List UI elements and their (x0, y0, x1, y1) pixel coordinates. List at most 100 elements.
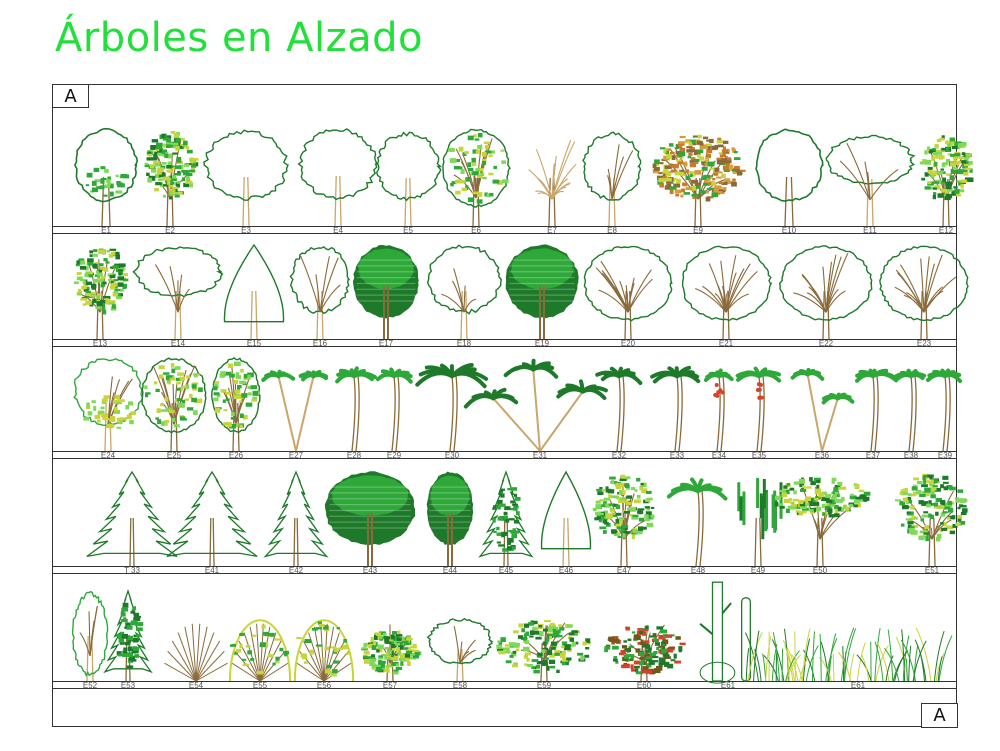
tree-label: E5 (403, 225, 413, 235)
tree-symbol-oval-branches (211, 355, 261, 452)
tree-symbol-conifer-outline (263, 470, 329, 567)
tree-label: E45 (498, 565, 514, 575)
tree-symbol-broad-branches (582, 243, 674, 340)
tree-symbol-twin-palm (261, 355, 331, 452)
tree-label: E22 (818, 338, 834, 348)
tree-label: E25 (166, 450, 182, 460)
tree-label: E46 (558, 565, 574, 575)
tree-symbol-dense-mixed (591, 470, 657, 567)
tree-label: E61 (850, 680, 866, 690)
tree-label: E7 (547, 225, 557, 235)
tree-label: E52 (82, 680, 98, 690)
tree-label: E15 (246, 338, 262, 348)
tree-label: E26 (228, 450, 244, 460)
tree-label: E13 (92, 338, 108, 348)
tree-label: E41 (204, 565, 220, 575)
tree-symbol-conifer-outline (85, 470, 179, 567)
tree-label: E23 (916, 338, 932, 348)
tree-label: E8 (607, 225, 617, 235)
tree-symbol-fan-palm (595, 355, 643, 452)
tree-symbol-palm (375, 355, 413, 452)
tree-symbol-broad-outline (297, 126, 379, 227)
tree-symbol-conifer-outline (165, 470, 259, 567)
ground-line (52, 339, 957, 347)
tree-symbol-fan-palm (649, 355, 705, 452)
ground-line (52, 451, 957, 459)
tree-label: E2 (165, 225, 175, 235)
tree-symbol-sparse-outline (289, 243, 351, 340)
tree-symbol-palm-red (735, 355, 782, 452)
tree-symbol-palm (892, 355, 927, 452)
tree-label: E59 (536, 680, 552, 690)
tree-label: E11 (863, 225, 877, 235)
tree-symbol-radial-green (441, 126, 512, 227)
tree-symbol-cypress-outline (71, 590, 109, 682)
tree-symbol-autumn-cluster (650, 130, 746, 227)
tree-label: T 33 (124, 565, 140, 575)
tree-symbol-broad-branches (778, 243, 874, 340)
tree-label: E30 (444, 450, 460, 460)
tree-symbol-bare-branches (516, 130, 588, 227)
tree-label: E38 (903, 450, 919, 460)
tree-symbol-solid-round (352, 243, 420, 339)
tree-symbol-grass (741, 627, 953, 682)
tree-label: E43 (362, 565, 378, 575)
tree-label: E21 (718, 338, 734, 348)
tree-symbol-round-outline (73, 127, 139, 227)
tree-label: E36 (814, 450, 830, 460)
page-title: Árboles en Alzado (55, 15, 423, 61)
tree-label: E3 (241, 225, 251, 235)
tree-symbol-double-palm (786, 355, 858, 452)
tree-label: E27 (288, 450, 304, 460)
tree-symbol-pointed-outline (537, 470, 595, 567)
tree-label: E28 (346, 450, 362, 460)
tree-symbol-shrub-outline (426, 617, 494, 682)
tree-label: E60 (636, 680, 652, 690)
tree-label: E1 (101, 225, 111, 235)
tree-symbol-fan-branches (140, 355, 208, 452)
tree-symbol-broad-outline (375, 130, 443, 227)
tree-symbol-broad-branches (679, 243, 773, 340)
tree-symbol-broad-outline (203, 128, 290, 227)
tree-label: E18 (456, 338, 472, 348)
ground-line (52, 226, 957, 234)
sheet-marker-bottom-right: A (921, 703, 958, 728)
tree-symbol-dense-mixed (72, 243, 129, 340)
tree-symbol-dense-mixed (918, 132, 974, 227)
tree-symbol-solid-round (504, 243, 580, 339)
tree-label: E14 (170, 338, 186, 348)
tree-symbol-conifer-green (478, 470, 534, 567)
tree-symbol-palm-red (703, 355, 734, 452)
tree-symbol-broad-branches (878, 243, 970, 340)
tree-label: E10 (781, 225, 797, 235)
tree-label: E24 (100, 450, 116, 460)
tree-symbol-dense-mixed (143, 128, 199, 227)
tree-label: E51 (924, 565, 940, 575)
tree-symbol-shrub-fan (293, 617, 355, 682)
tree-label: E50 (812, 565, 828, 575)
tree-label: E6 (471, 225, 481, 235)
tree-symbol-round-outline (753, 128, 825, 227)
tree-label: E9 (693, 225, 703, 235)
tree-symbol-umbrella-outline (132, 243, 224, 340)
tree-symbol-shrub-fan (228, 617, 292, 682)
tree-label: E31 (532, 450, 548, 460)
tree-symbol-shrub-bare (160, 617, 232, 682)
tree-symbol-shrub-cluster (494, 605, 594, 682)
tree-label: E35 (751, 450, 767, 460)
tree-symbol-umbrella-outline (825, 132, 916, 227)
tree-symbol-umbrella-mixed (769, 470, 871, 567)
ground-line (52, 681, 957, 689)
tree-symbol-shrub-green (360, 617, 422, 682)
tree-symbol-yellowish-outline (72, 355, 144, 452)
tree-label: E58 (452, 680, 468, 690)
tree-label: E19 (534, 338, 550, 348)
tree-symbol-conifer-green (103, 588, 153, 682)
tree-symbol-cactus (697, 577, 759, 684)
tree-label: E56 (316, 680, 332, 690)
tree-label: E44 (442, 565, 458, 575)
